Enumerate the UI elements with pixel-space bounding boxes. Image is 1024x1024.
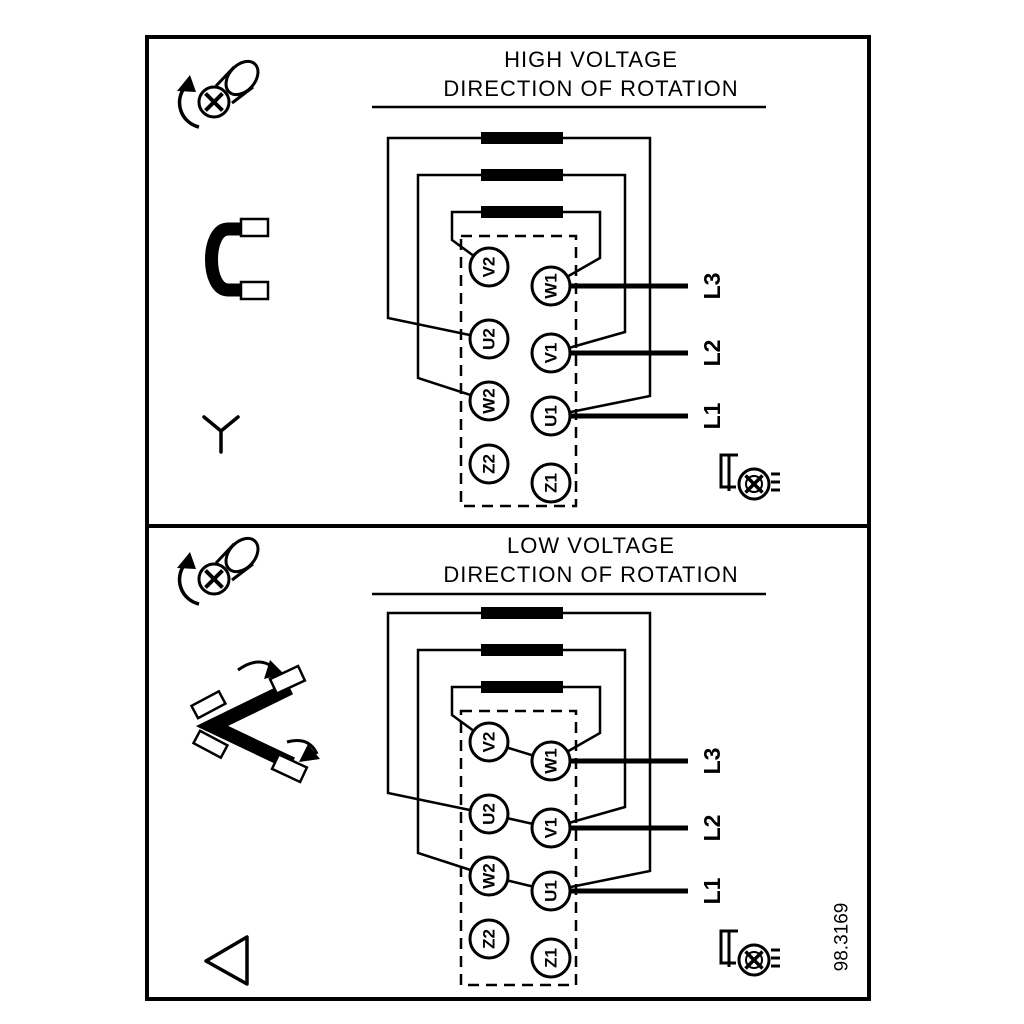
terminal-label: V2: [480, 732, 499, 753]
jumper-wire: [416, 173, 490, 403]
terminal-block-outline: [459, 709, 578, 987]
supply-label-l1: L1: [699, 402, 725, 429]
jumper-bar: [481, 681, 563, 693]
terminal-label: V1: [542, 343, 561, 364]
terminal-block-outline: [459, 234, 578, 508]
panel-title-line2: DIRECTION OF ROTATION: [443, 562, 738, 587]
jumper-wire: [450, 685, 490, 744]
low-voltage-panel: LOW VOLTAGE DIRECTION OF ROTATION: [177, 533, 853, 987]
jumper-wire: [386, 136, 490, 341]
supply-label-l3: L3: [699, 748, 725, 775]
panel-title-line2: DIRECTION OF ROTATION: [443, 76, 738, 101]
terminal-label: U2: [480, 328, 499, 350]
jumper-bar: [481, 607, 563, 619]
terminal-circle-v2: [468, 246, 510, 288]
screw-rotation-icon: [177, 536, 260, 606]
terminal-circle-w1: [530, 740, 572, 782]
jumper-wire: [386, 611, 490, 816]
diagram-frame: [145, 35, 871, 1001]
terminal-label: W1: [542, 748, 561, 774]
jumper-wire: [550, 173, 627, 355]
terminal-label: W2: [480, 388, 499, 414]
terminal-circle-v2: [468, 721, 510, 763]
terminal-label: V2: [480, 257, 499, 278]
terminal-label: U1: [542, 880, 561, 902]
terminal-circle-w1: [530, 265, 572, 307]
jumper-wire: [450, 210, 490, 269]
delta-jumper-icon: [189, 660, 320, 784]
jumper-bar: [481, 206, 563, 218]
terminal-screw-icon: [719, 453, 780, 501]
jumper-wire: [550, 136, 652, 418]
terminal-label: Z1: [542, 948, 561, 968]
terminal-label: U1: [542, 405, 561, 427]
high-voltage-panel: HIGH VOLTAGE DIRECTION OF ROTATION: [177, 47, 780, 508]
terminal-circle-w2: [468, 380, 510, 422]
outer-border: [145, 35, 871, 1001]
star-connection-icon: [202, 415, 240, 454]
supply-label-l3: L3: [699, 273, 725, 300]
supply-label-l2: L2: [699, 340, 725, 367]
terminal-label: W1: [542, 273, 561, 299]
terminal-circle-z2: [468, 918, 510, 960]
terminal-circle-u1: [530, 870, 572, 912]
terminal-label: V1: [542, 818, 561, 839]
terminal-circle-u1: [530, 395, 572, 437]
jumper-bar: [481, 169, 563, 181]
screw-rotation-icon: [177, 59, 260, 129]
jumper-wire: [550, 611, 652, 893]
supply-label-l2: L2: [699, 815, 725, 842]
terminal-circle-z1: [530, 937, 572, 979]
terminal-board: V2 U2 W2 Z2 W1 V1 U1 Z1 L3 L2 L1: [386, 607, 725, 987]
terminal-circle-v1: [530, 332, 572, 374]
terminal-label: Z2: [480, 929, 499, 949]
jumper-wire: [550, 648, 627, 830]
terminal-label: Z1: [542, 473, 561, 493]
jumper-bar: [481, 644, 563, 656]
terminal-screw-icon: [719, 929, 780, 977]
terminal-circle-w2: [468, 855, 510, 897]
terminal-label: Z2: [480, 454, 499, 474]
delta-connection-icon: [204, 935, 249, 986]
terminal-label: U2: [480, 803, 499, 825]
terminal-circle-u2: [468, 793, 510, 835]
terminal-board: V2 U2 W2 Z2 W1 V1 U1 Z1 L3 L2 L1: [386, 132, 725, 508]
terminal-circle-v1: [530, 807, 572, 849]
terminal-circle-z2: [468, 443, 510, 485]
jumper-wire: [416, 648, 490, 878]
terminal-circle-z1: [530, 462, 572, 504]
supply-label-l1: L1: [699, 877, 725, 904]
terminal-circle-u2: [468, 318, 510, 360]
jumper-bracket-icon: [205, 217, 270, 301]
panel-title-line1: HIGH VOLTAGE: [504, 47, 678, 72]
jumper-bar: [481, 132, 563, 144]
terminal-label: W2: [480, 863, 499, 889]
part-number: 98.3169: [832, 903, 853, 972]
panel-title-line1: LOW VOLTAGE: [507, 533, 675, 558]
